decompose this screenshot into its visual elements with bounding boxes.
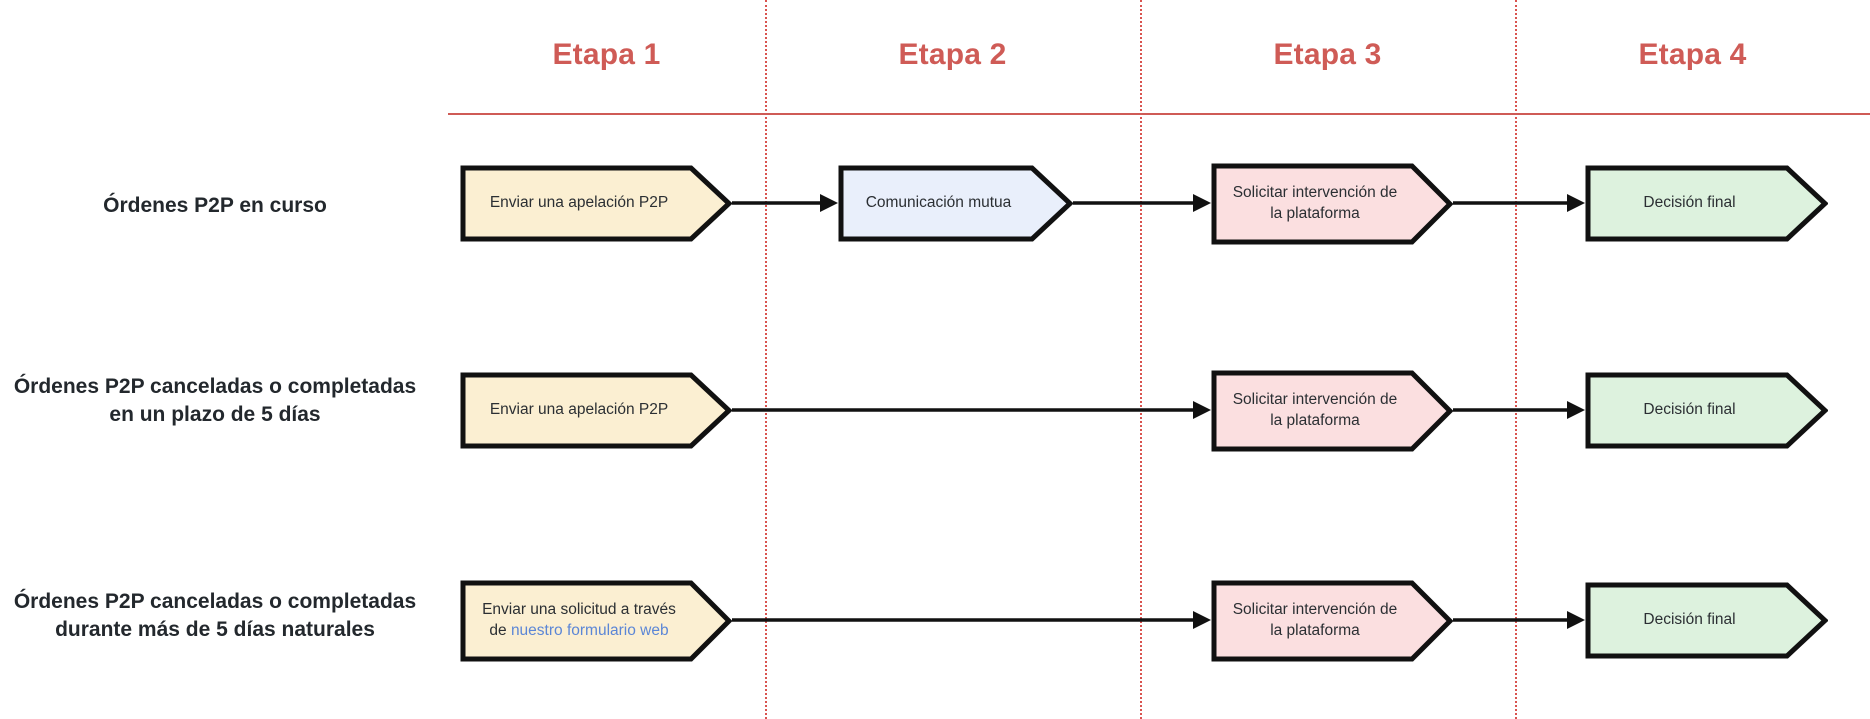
connector-row2-s1-s3 [732, 374, 1211, 419]
row-label-ongoing: Órdenes P2P en curso [0, 192, 430, 220]
flow-box-row2-stage1[interactable]: Enviar una apelación P2P [460, 372, 732, 449]
flow-box-row1-stage4[interactable]: Decisión final [1585, 165, 1828, 242]
chevron-shape [460, 165, 732, 242]
chevron-shape [460, 580, 732, 662]
stage-divider-3-4 [1515, 0, 1517, 719]
connector-row1-s2-s3 [1073, 167, 1211, 212]
header-rule [448, 113, 1870, 115]
row-label-line: en un plazo de 5 días [109, 402, 321, 426]
chevron-shape [1585, 372, 1828, 449]
row-label-line: Órdenes P2P canceladas o completadas [13, 375, 417, 398]
chevron-shape [1211, 370, 1453, 452]
chevron-shape [1585, 165, 1828, 242]
flow-box-row1-stage2[interactable]: Comunicación mutua [838, 165, 1073, 242]
flow-box-row2-stage4[interactable]: Decisión final [1585, 372, 1828, 449]
flow-box-row3-stage3[interactable]: Solicitar intervención de la plataforma [1211, 580, 1453, 662]
flow-box-row3-stage4[interactable]: Decisión final [1585, 582, 1828, 659]
row-label-line: Órdenes P2P en curso [103, 194, 327, 217]
stage-heading-3: Etapa 3 [1273, 38, 1382, 71]
connector-row3-s3-s4 [1453, 584, 1585, 629]
connector-row1-s3-s4 [1453, 167, 1585, 212]
flow-box-row3-stage1[interactable]: Enviar una solicitud a través de nuestro… [460, 580, 732, 662]
chevron-shape [1211, 163, 1453, 245]
chevron-shape [1211, 580, 1453, 662]
connector-row1-s1-s2 [732, 167, 838, 212]
stage-divider-2-3 [1140, 0, 1142, 719]
connector-row3-s1-s3 [732, 584, 1211, 629]
flow-box-row1-stage1[interactable]: Enviar una apelación P2P [460, 165, 732, 242]
chevron-shape [460, 372, 732, 449]
chevron-shape [838, 165, 1073, 242]
row-label-within-5-days: Órdenes P2P canceladas o completadas en … [0, 373, 430, 428]
row-label-line: durante más de 5 días naturales [55, 617, 375, 641]
chevron-shape [1585, 582, 1828, 659]
stage-heading-4: Etapa 4 [1638, 38, 1747, 71]
row-label-more-than-5-days: Órdenes P2P canceladas o completadas dur… [0, 588, 430, 643]
row-label-line: Órdenes P2P canceladas o completadas [13, 590, 417, 613]
flow-box-row2-stage3[interactable]: Solicitar intervención de la plataforma [1211, 370, 1453, 452]
stage-heading-1: Etapa 1 [552, 38, 661, 71]
stage-heading-2: Etapa 2 [898, 38, 1007, 71]
connector-row2-s3-s4 [1453, 374, 1585, 419]
flow-box-row1-stage3[interactable]: Solicitar intervención de la plataforma [1211, 163, 1453, 245]
stage-divider-1-2 [765, 0, 767, 719]
